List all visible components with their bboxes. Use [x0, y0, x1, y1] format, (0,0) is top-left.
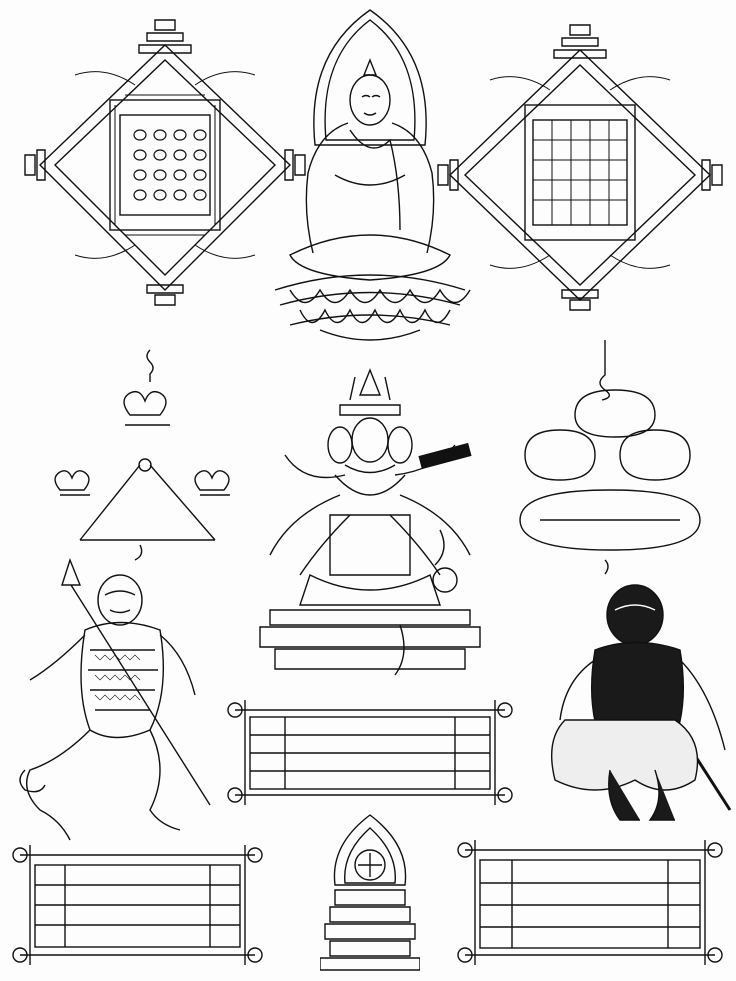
seated-buddha-icon: [274, 9, 471, 341]
diamond-yantra-icon: [24, 19, 306, 306]
shrine-icon: [320, 814, 420, 971]
buddha-figure: [260, 5, 480, 360]
warrior-left: [10, 555, 225, 845]
brahma-figure: [250, 365, 490, 695]
unalom-trinity-icon: [54, 349, 230, 561]
scroll-bottom-right: [450, 835, 730, 970]
scroll-bottom-left: [5, 840, 270, 970]
yantra-right: [430, 10, 730, 330]
four-faced-deity-icon: [259, 368, 481, 676]
spear-warrior-icon: [19, 557, 211, 841]
scroll-frame-icon: [457, 840, 723, 965]
monkey-warrior-icon: [550, 584, 732, 821]
trinity-right: [510, 335, 725, 580]
trinity-left: [40, 345, 250, 565]
diamond-yantra-icon: [437, 24, 723, 311]
yantra-left: [15, 5, 315, 325]
scroll-center: [220, 695, 520, 810]
scroll-frame-icon: [227, 700, 513, 805]
unalom-circles-icon: [519, 340, 701, 575]
shrine-bottom: [320, 810, 420, 975]
scroll-frame-icon: [12, 845, 263, 965]
hanuman-right: [535, 570, 735, 840]
